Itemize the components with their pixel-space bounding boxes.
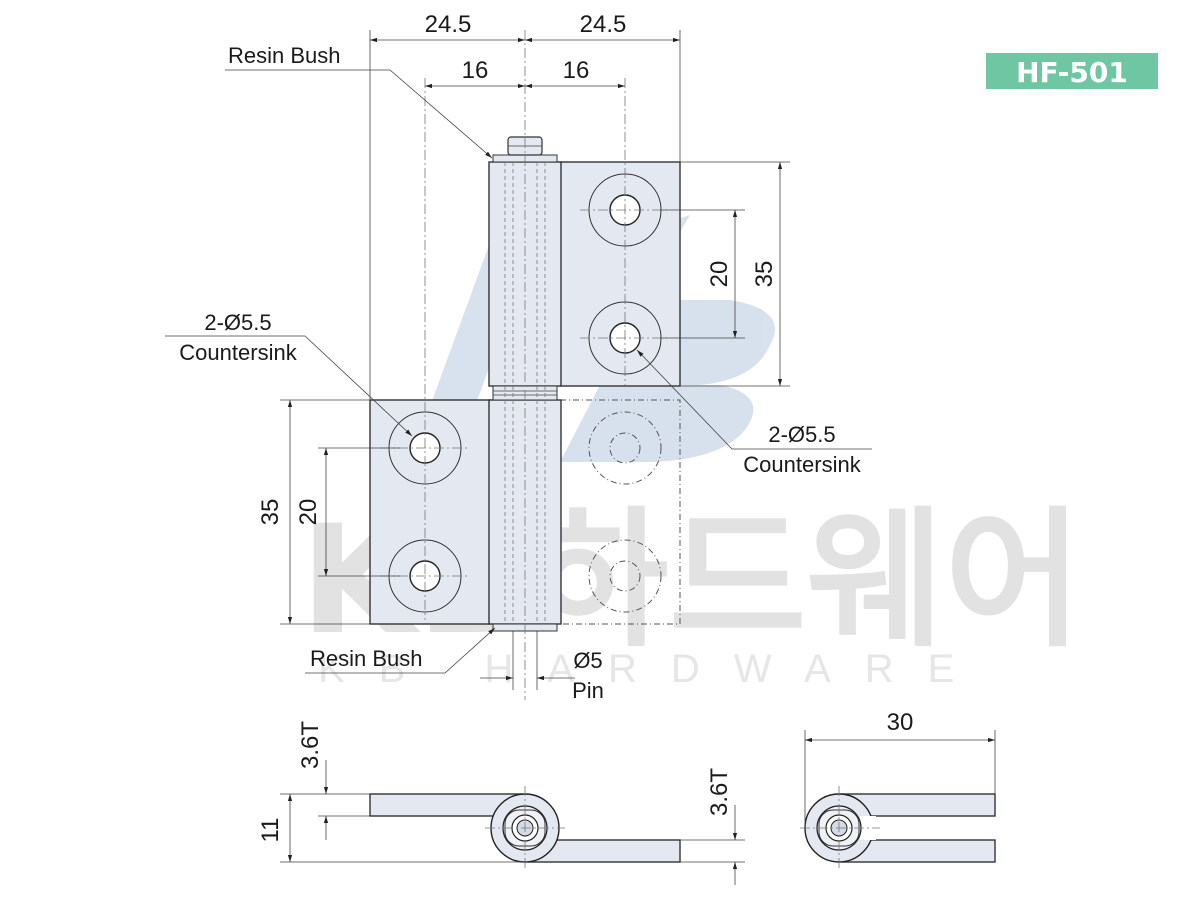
- callout-hole-right-type: Countersink: [743, 452, 861, 477]
- dim-top-left: 24.5: [425, 11, 472, 38]
- model-badge: HF-501: [986, 53, 1158, 89]
- callout-resin-bush-top: Resin Bush: [228, 43, 341, 68]
- callout-resin-bush-bottom: Resin Bush: [310, 646, 423, 671]
- dim-top-right: 24.5: [580, 11, 627, 38]
- dim-side-width: 30: [887, 709, 914, 736]
- callout-hole-left-size: 2-Ø5.5: [204, 310, 271, 335]
- dim-thickness-right: 3.6T: [706, 768, 733, 816]
- dim-overall-height: 11: [257, 818, 284, 843]
- dim-pin-diameter: Ø5: [573, 648, 602, 673]
- dim-right-hole-spacing: 20: [706, 261, 733, 288]
- model-badge-text: HF-501: [1016, 56, 1128, 89]
- side-view-open: [369, 786, 681, 870]
- dim-left-plate-height: 35: [257, 499, 284, 526]
- side-view-folded: [800, 786, 996, 870]
- dim-thickness-left: 3.6T: [297, 721, 324, 769]
- dim-pin-label: Pin: [572, 678, 604, 703]
- dim-inner-right: 16: [563, 57, 590, 84]
- dim-inner-left: 16: [462, 57, 489, 84]
- callout-hole-right-size: 2-Ø5.5: [768, 422, 835, 447]
- watermark-sub-text: KB HARDWARE: [318, 647, 988, 691]
- hidden-holes: [588, 411, 662, 613]
- callout-hole-left-type: Countersink: [179, 340, 297, 365]
- hinge-knuckle: [488, 30, 562, 700]
- dim-right-plate-height: 35: [751, 261, 778, 288]
- dim-left-hole-spacing: 20: [295, 499, 322, 526]
